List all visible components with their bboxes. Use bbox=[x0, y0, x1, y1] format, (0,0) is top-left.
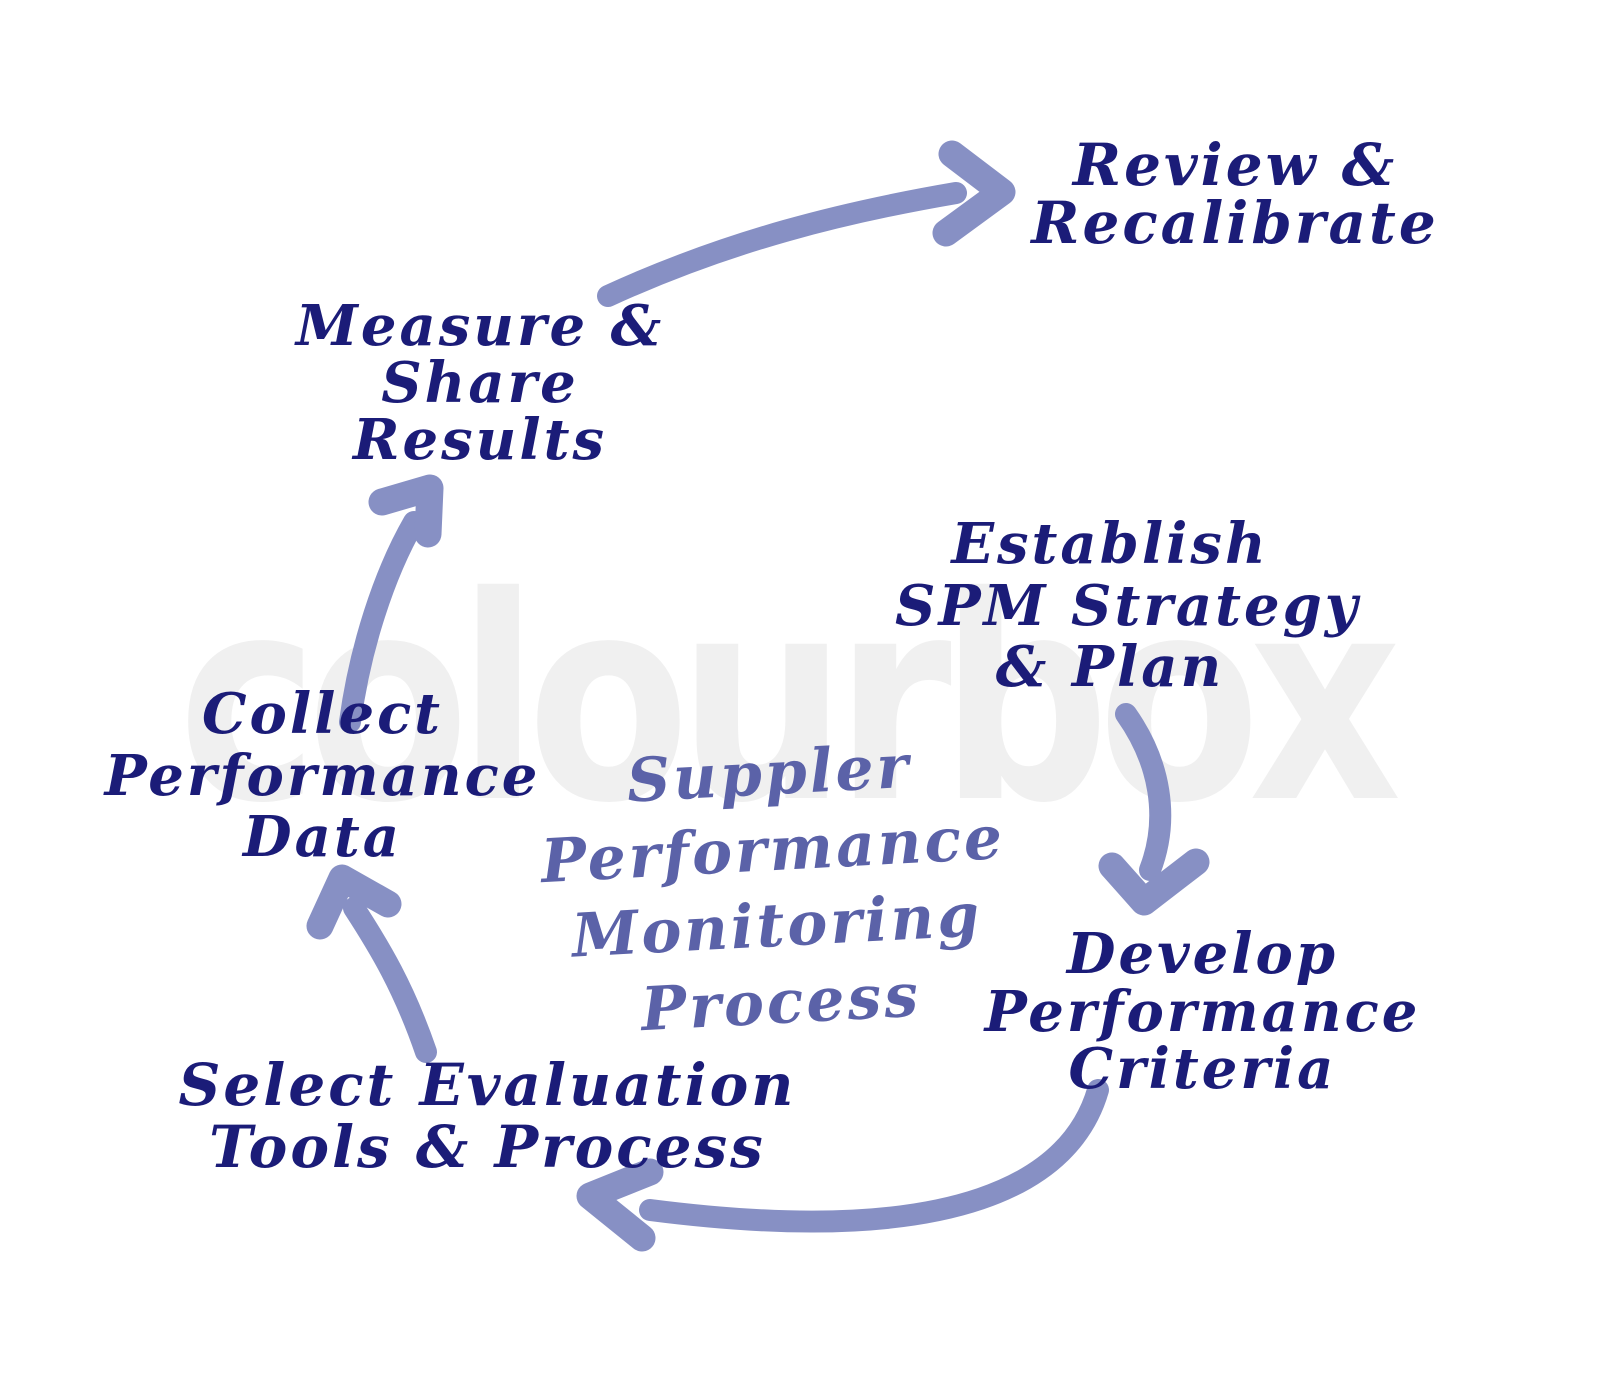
stage-line: Data bbox=[243, 804, 402, 871]
stage-label-measure-share-results: Measure & Share Results bbox=[275, 293, 685, 474]
stage-line: Develop bbox=[1066, 921, 1339, 987]
curved-arrow-left-icon bbox=[576, 1079, 1109, 1252]
stage-line: Review & bbox=[1072, 131, 1398, 199]
stage-line: Criteria bbox=[1068, 1036, 1337, 1103]
stage-line: Measure & bbox=[295, 293, 665, 359]
stage-line: Establish bbox=[951, 511, 1269, 577]
stage-label-review-recalibrate: Review & Recalibrate bbox=[1005, 136, 1465, 252]
stage-line: Tools & Process bbox=[209, 1113, 766, 1182]
stage-line: Performance bbox=[984, 978, 1421, 1045]
stage-label-develop-performance-criteria: Develop Performance Criteria bbox=[970, 921, 1435, 1103]
stage-line: & Plan bbox=[995, 634, 1225, 701]
stage-line: Share bbox=[381, 350, 579, 417]
curved-arrow-up-icon bbox=[306, 864, 437, 1063]
curved-arrow-right-icon bbox=[597, 140, 1016, 307]
stage-line: Recalibrate bbox=[1031, 189, 1439, 257]
stage-label-collect-performance-data: Collect Performance Data bbox=[90, 681, 555, 871]
stage-label-establish-spm-strategy: Establish SPM Strategy & Plan bbox=[895, 511, 1361, 701]
stage-label-select-evaluation-tools: Select Evaluation Tools & Process bbox=[175, 1054, 800, 1178]
stage-line: Results bbox=[352, 407, 608, 474]
diagram-title: Suppler Performance Monitoring Process bbox=[507, 723, 1042, 1055]
stage-line: Performance bbox=[104, 742, 541, 809]
curved-arrow-down-icon bbox=[1098, 703, 1210, 916]
stage-line: Collect bbox=[201, 681, 444, 747]
stage-line: Select Evaluation bbox=[178, 1051, 797, 1119]
curved-arrow-up-right-icon bbox=[339, 474, 444, 733]
stage-line: SPM Strategy bbox=[895, 572, 1361, 639]
